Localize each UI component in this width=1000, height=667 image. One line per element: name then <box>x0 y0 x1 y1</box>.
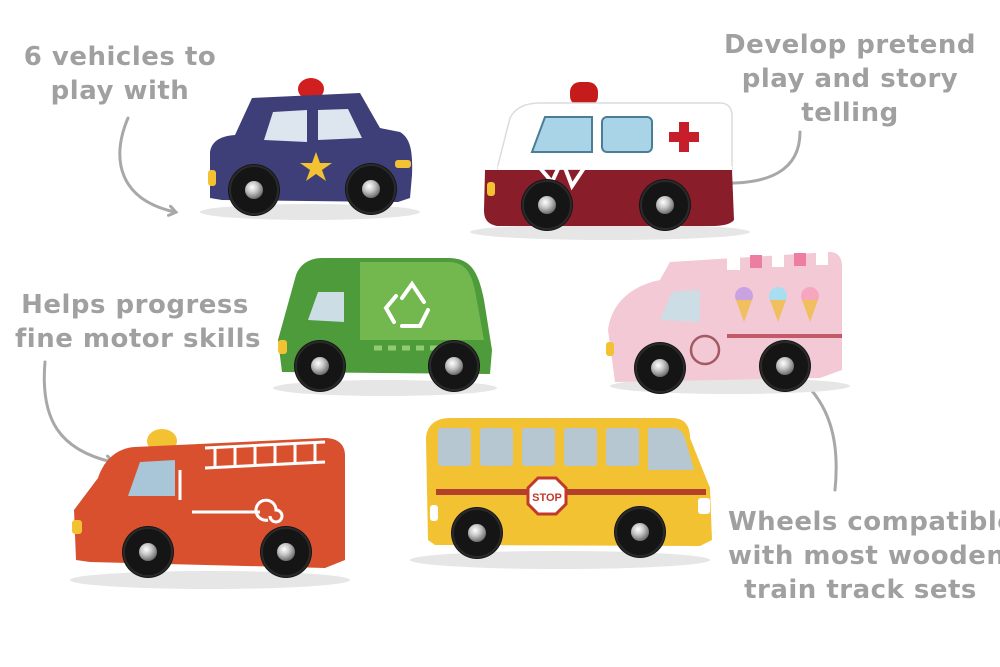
wheel <box>427 339 481 393</box>
callout-wheels: Wheels compatible with most wooden train… <box>728 505 1000 607</box>
callout-line: fine motor skills <box>15 324 262 354</box>
garbage-truck <box>273 258 497 396</box>
recycle-icon <box>383 280 430 328</box>
wheel <box>633 341 687 395</box>
callout-line: Develop pretend <box>724 30 976 60</box>
wheel <box>259 525 313 579</box>
callout-line: Helps progress <box>21 290 249 320</box>
callout-pretend-play: Develop pretend play and story telling <box>720 28 980 130</box>
star-icon <box>300 152 332 181</box>
ambulance <box>470 82 750 240</box>
callout-line: play with <box>50 76 190 106</box>
hose-icon <box>254 498 284 524</box>
wheel <box>121 525 175 579</box>
stop-sign-label: STOP <box>532 492 562 504</box>
arrow-motor-skills <box>42 360 112 462</box>
siren-red <box>570 82 598 106</box>
wheel <box>638 178 692 232</box>
wheel <box>520 178 574 232</box>
callout-line: play and story <box>741 64 959 94</box>
ladder-icon <box>204 440 326 470</box>
wheel <box>227 163 281 217</box>
callout-line: telling <box>801 98 899 128</box>
callout-line: with most wooden <box>728 541 1000 571</box>
ice-cream-icon <box>735 287 819 322</box>
police-car <box>200 78 420 220</box>
callout-line: 6 vehicles to <box>23 42 217 72</box>
wheel <box>344 162 398 216</box>
school-bus: STOP <box>410 418 712 569</box>
ice-cream-truck <box>606 252 850 395</box>
wheel <box>613 505 667 559</box>
wheel <box>758 339 812 393</box>
wheel <box>293 339 347 393</box>
callout-motor-skills: Helps progress fine motor skills <box>15 288 262 356</box>
wheel <box>450 506 504 560</box>
cross-icon <box>669 122 699 152</box>
callout-line: Wheels compatible <box>728 507 1000 537</box>
callout-vehicles: 6 vehicles to play with <box>20 40 220 108</box>
siren-red <box>298 78 324 100</box>
fire-truck <box>70 429 350 589</box>
callout-line: train track sets <box>744 575 977 605</box>
arrow-pretend-play <box>718 130 802 183</box>
stop-sign-icon: STOP <box>526 476 568 516</box>
arrow-vehicles <box>118 116 175 212</box>
